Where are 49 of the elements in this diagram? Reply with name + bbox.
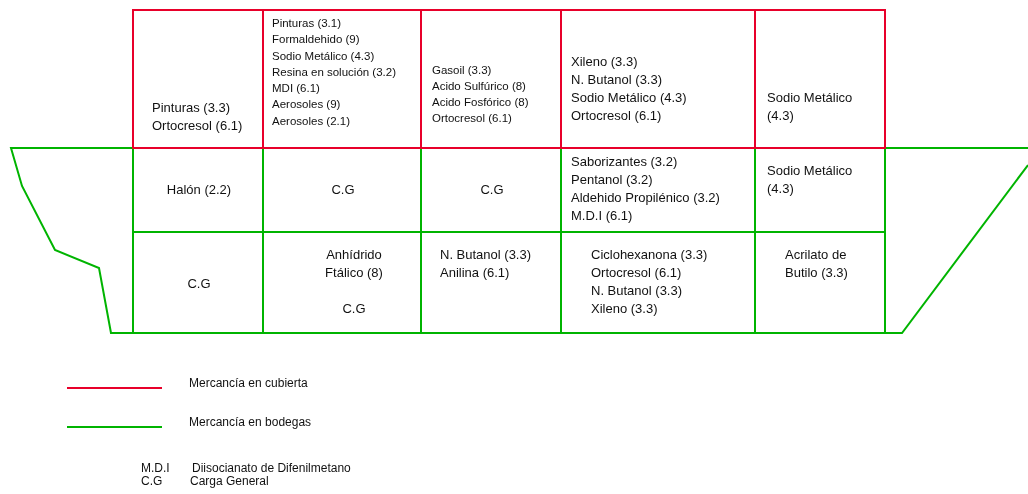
deck-cell: [420, 9, 562, 149]
cargo-text: Anhídrido Ftálico (8): [324, 246, 384, 282]
cargo-text: Aldehido Propilénico (3.2): [571, 189, 721, 207]
hold-cell: [754, 231, 886, 334]
cargo-text: N. Butanol (3.3): [571, 71, 664, 89]
deck-cell: [132, 9, 264, 149]
cargo-text: Ortocresol (6.1): [591, 264, 683, 282]
cargo-text: Gasoil (3.3): [432, 63, 493, 78]
cargo-text: C.G: [186, 275, 212, 293]
cargo-text: M.D.I (6.1): [571, 207, 634, 225]
cargo-text: MDI (6.1): [272, 81, 321, 97]
legend-text: Mercancía en cubierta: [189, 376, 308, 390]
cargo-text: Sodio Metálico (4.3): [767, 162, 854, 198]
cargo-text: Ortocresol (6.1): [152, 117, 244, 135]
cargo-text: Saborizantes (3.2): [571, 153, 679, 171]
deck-cell: [560, 9, 756, 149]
cargo-text: Xileno (3.3): [571, 53, 639, 71]
abbreviation-meaning: Carga General: [190, 474, 269, 488]
abbreviation: C.G: [141, 474, 163, 488]
cargo-text: C.G: [479, 181, 505, 199]
legend-text: Mercancía en bodegas: [189, 415, 312, 429]
cargo-text: Sodio Metálico (4.3): [272, 48, 376, 64]
cargo-text: Aerosoles (2.1): [272, 113, 351, 129]
cargo-text: Resina en solución (3.2): [272, 64, 396, 80]
cargo-text: Ciclohexanona (3.3): [591, 246, 709, 264]
cargo-text: Acrilato de Butilo (3.3): [785, 246, 849, 282]
cargo-text: Sodio Metálico (4.3): [767, 89, 854, 125]
cargo-text: Aerosoles (9): [272, 97, 342, 113]
cargo-text: Anilina (6.1): [440, 264, 511, 282]
cargo-text: Xileno (3.3): [591, 300, 659, 318]
abbreviation-meaning: Diisocianato de Difenilmetano: [192, 461, 351, 475]
cargo-text: Halón (2.2): [165, 181, 233, 199]
cargo-text: Pinturas (3.1): [272, 16, 343, 31]
hold-cell: [132, 231, 264, 334]
cargo-text: Acido Fosfórico (8): [432, 95, 530, 110]
cargo-text: C.G: [341, 300, 367, 318]
cargo-text: Pentanol (3.2): [571, 171, 654, 189]
cargo-text: N. Butanol (3.3): [591, 282, 684, 300]
abbreviation: M.D.I: [141, 461, 170, 475]
deck-cell: [754, 9, 886, 149]
cargo-text: Acido Sulfúrico (8): [432, 79, 527, 94]
cargo-text: N. Butanol (3.3): [440, 246, 533, 264]
cargo-text: Sodio Metálico (4.3): [571, 89, 688, 107]
deck-cell: [262, 9, 422, 149]
cargo-text: Ortocresol (6.1): [432, 111, 513, 126]
cargo-text: C.G: [330, 181, 356, 199]
cargo-text: Pinturas (3.3): [152, 99, 232, 117]
cargo-text: Formaldehido (9): [272, 32, 361, 48]
cargo-text: Ortocresol (6.1): [571, 107, 663, 125]
